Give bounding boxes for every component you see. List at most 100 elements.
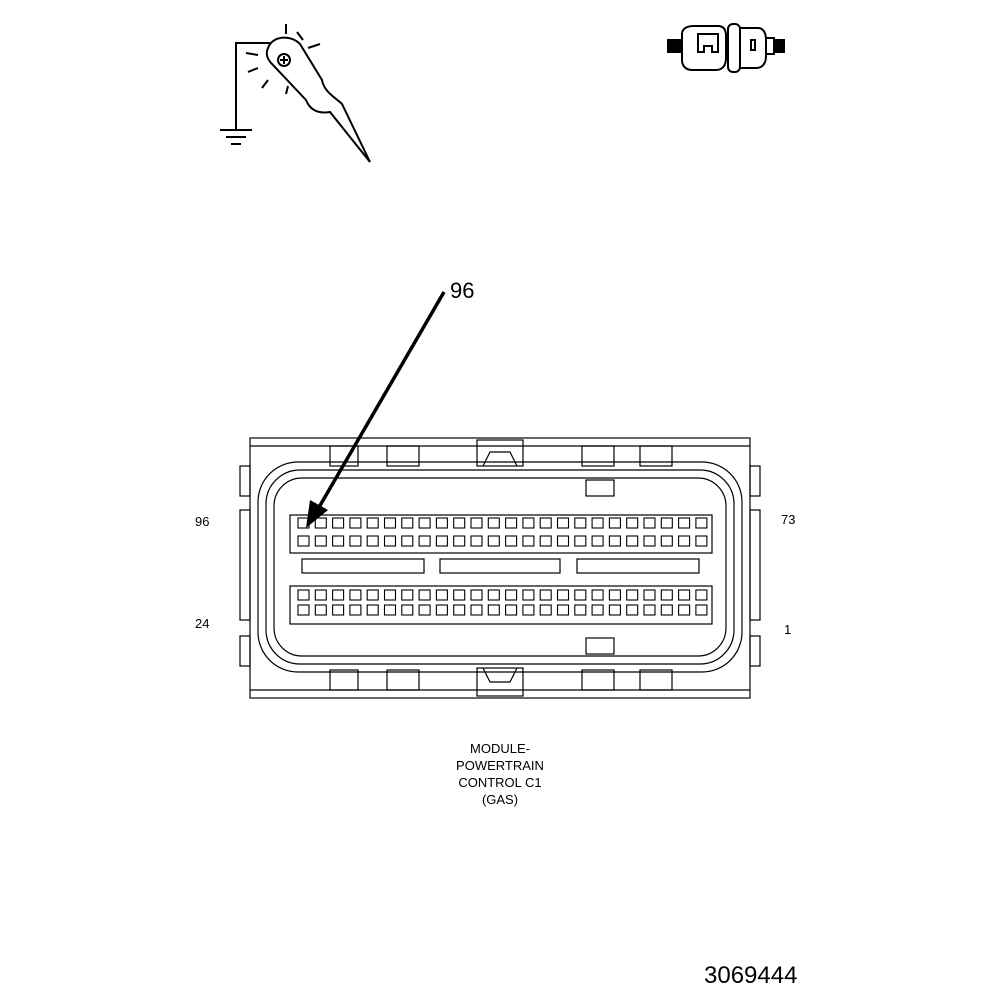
pin-cavity: [522, 517, 535, 529]
pin-label-bottom-right: 1: [784, 622, 792, 637]
pin-cavity: [591, 589, 604, 601]
pin-cavity: [660, 589, 673, 601]
pin-cavity: [608, 604, 621, 616]
pin-cavity: [660, 604, 673, 616]
pin-cavity: [366, 604, 379, 616]
pin-cavity: [366, 589, 379, 601]
callout-label: 96: [450, 278, 475, 303]
pin-label-bottom-left: 24: [195, 616, 210, 631]
pin-cavity: [332, 589, 345, 601]
pin-cavity: [297, 604, 310, 616]
center-slot-left: [301, 558, 425, 574]
caption-line-1: MODULE-: [470, 741, 530, 756]
pin-cavity: [505, 604, 518, 616]
pin-housing-lower: [289, 585, 713, 625]
pin-cavity: [574, 589, 587, 601]
connector-seal-middle: [265, 469, 735, 665]
pin-cavity: [695, 589, 708, 601]
center-slot-middle: [439, 558, 561, 574]
pin-cavity: [678, 517, 691, 529]
pin-cavity: [487, 517, 500, 529]
pin-cavity: [574, 517, 587, 529]
pin-cavity: [435, 517, 448, 529]
pin-cavity: [539, 589, 552, 601]
pin-cavity: [626, 535, 639, 547]
pin-cavity: [626, 517, 639, 529]
pin-cavity: [314, 589, 327, 601]
pin-cavity: [591, 517, 604, 529]
pin-cavity: [349, 589, 362, 601]
pin-cavity: [435, 589, 448, 601]
pin-cavity: [314, 517, 327, 529]
pin-cavity: [522, 604, 535, 616]
pin-cavity: [505, 517, 518, 529]
pin-cavity: [695, 604, 708, 616]
pin-cavity: [453, 589, 466, 601]
pin-cavity: [608, 535, 621, 547]
pin-cavity: [505, 535, 518, 547]
pin-cavity: [453, 604, 466, 616]
center-slot-right: [576, 558, 700, 574]
pin-cavity: [643, 589, 656, 601]
pin-cavity: [539, 535, 552, 547]
pin-cavity: [349, 517, 362, 529]
pin-cavity: [332, 535, 345, 547]
pin-cavity: [435, 535, 448, 547]
pin-cavity: [349, 604, 362, 616]
pin-cavity: [678, 535, 691, 547]
pin-cavity: [418, 604, 431, 616]
caption-line-4: (GAS): [481, 792, 519, 807]
pin-cavity: [695, 535, 708, 547]
pin-cavity: [591, 535, 604, 547]
pin-cavity: [643, 517, 656, 529]
pin-cavity: [297, 589, 310, 601]
pin-cavity: [383, 517, 397, 529]
callout-arrow: [306, 291, 446, 528]
caption-line-2: POWERTRAIN: [456, 758, 544, 773]
pin-cavity: [401, 517, 414, 529]
pin-cavity: [626, 604, 639, 616]
pin-cavity: [401, 589, 414, 601]
pin-cavity: [383, 535, 397, 547]
pin-cavity: [539, 517, 552, 529]
pin-cavity: [678, 604, 691, 616]
pin-cavity: [401, 604, 414, 616]
pin-cavity: [556, 589, 570, 601]
pin-cavity: [314, 535, 327, 547]
ground-probe-icon: [220, 24, 371, 163]
pin-cavity: [349, 535, 362, 547]
pin-cavity: [418, 589, 431, 601]
connector-caption: MODULE- POWERTRAIN CONTROL C1 (GAS): [434, 740, 566, 808]
pin-label-top-right: 73: [781, 512, 796, 527]
connector-icon: [667, 23, 785, 73]
pin-cavity: [332, 517, 345, 529]
pin-cavity: [470, 604, 483, 616]
connector-outer-shell: [249, 437, 751, 699]
pin-cavity: [608, 517, 621, 529]
pin-cavity: [626, 589, 639, 601]
pin-cavity: [556, 535, 570, 547]
pin-cavity: [418, 535, 431, 547]
pin-label-top-left: 96: [195, 514, 210, 529]
pin-cavity: [522, 589, 535, 601]
pin-cavity: [505, 589, 518, 601]
pin-cavity: [556, 517, 570, 529]
pin-cavity: [608, 589, 621, 601]
pin-cavity: [695, 517, 708, 529]
pin-cavity: [332, 604, 345, 616]
pin-cavity: [591, 604, 604, 616]
pin-cavity: [401, 535, 414, 547]
pin-cavity: [453, 535, 466, 547]
pin-cavity: [678, 589, 691, 601]
pin-cavity: [539, 604, 552, 616]
pin-cavity: [522, 535, 535, 547]
figure-number: 3069444: [704, 962, 798, 989]
pin-cavity: [470, 535, 483, 547]
pin-cavity: [383, 589, 397, 601]
pin-housing-upper: [289, 514, 713, 554]
pin-cavity: [470, 517, 483, 529]
pin-cavity: [314, 604, 327, 616]
pin-cavity: [366, 517, 379, 529]
pin-cavity: [574, 604, 587, 616]
